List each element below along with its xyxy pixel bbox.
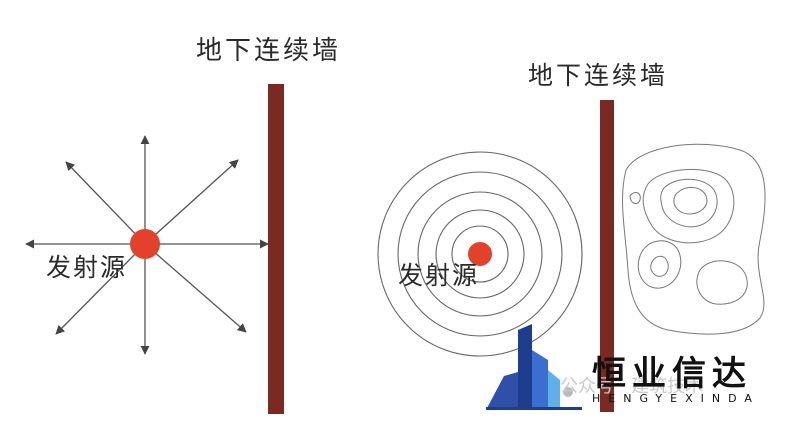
brand-logo-icon xyxy=(486,324,582,410)
arrow-down-left xyxy=(55,243,146,335)
diaphragm-wall-right xyxy=(600,100,614,412)
source-label-right: 发射源 xyxy=(398,261,480,290)
brand-subtitle: HENGYEXINDA xyxy=(592,392,760,405)
watermark-text: 公众号 · 建筑技术 xyxy=(560,376,704,397)
radiating-arrows xyxy=(25,135,269,355)
arrow-up-left xyxy=(65,161,146,245)
concentric-waves xyxy=(377,151,583,357)
emission-source-left xyxy=(130,229,160,259)
wall-label-right: 地下连续墙 xyxy=(528,61,669,90)
brand-name: 恒业信达 xyxy=(592,354,752,394)
source-label-left: 发射源 xyxy=(46,253,128,282)
diaphragm-wall-left xyxy=(268,84,284,414)
transmitted-wave-contours xyxy=(622,143,766,335)
arrow-up-right xyxy=(144,159,239,245)
arrow-down-right xyxy=(144,243,247,333)
wall-label-left: 地下连续墙 xyxy=(196,36,342,66)
emission-source-right xyxy=(468,242,492,266)
